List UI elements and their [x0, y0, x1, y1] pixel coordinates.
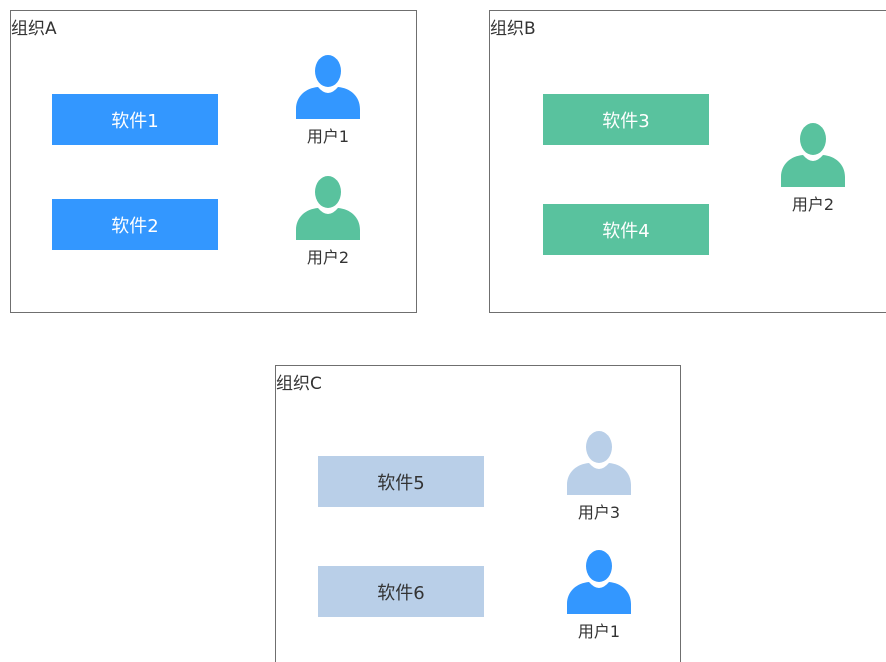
user-icon: [567, 550, 631, 614]
org-c-user-1: 用户1: [554, 548, 644, 642]
org-a-user-2: 用户2: [283, 174, 373, 268]
user-icon: [296, 55, 360, 119]
software-2-box: 软件2: [52, 199, 218, 250]
software-6-box: 软件6: [318, 566, 484, 617]
software-5-label: 软件5: [377, 472, 425, 494]
org-b-user-2-label: 用户2: [791, 195, 835, 214]
org-b-box: 组织B 软件3 软件4 用户2: [489, 10, 886, 313]
software-3-label: 软件3: [602, 110, 650, 132]
user-icon: [567, 431, 631, 495]
org-c-label: 组织C: [276, 374, 322, 394]
software-2-label: 软件2: [111, 215, 159, 237]
org-a-user-1-label: 用户1: [306, 127, 350, 146]
org-c-user-3: 用户3: [554, 429, 644, 523]
software-6-label: 软件6: [377, 582, 425, 604]
software-4-box: 软件4: [543, 204, 709, 255]
software-4-label: 软件4: [602, 220, 650, 242]
org-c-user-3-label: 用户3: [577, 503, 621, 522]
org-c-box: 组织C 软件5 软件6 用户3 用户1: [275, 365, 681, 662]
user-icon: [296, 176, 360, 240]
org-a-user-1: 用户1: [283, 53, 373, 147]
org-c-user-1-label: 用户1: [577, 622, 621, 641]
org-a-user-2-label: 用户2: [306, 248, 350, 267]
software-1-box: 软件1: [52, 94, 218, 145]
software-5-box: 软件5: [318, 456, 484, 507]
org-b-label: 组织B: [490, 19, 536, 39]
software-1-label: 软件1: [111, 110, 159, 132]
org-a-label: 组织A: [11, 19, 57, 39]
org-a-box: 组织A 软件1 软件2 用户1 用户2: [10, 10, 417, 313]
user-icon: [781, 123, 845, 187]
org-b-user-2: 用户2: [768, 121, 858, 215]
software-3-box: 软件3: [543, 94, 709, 145]
